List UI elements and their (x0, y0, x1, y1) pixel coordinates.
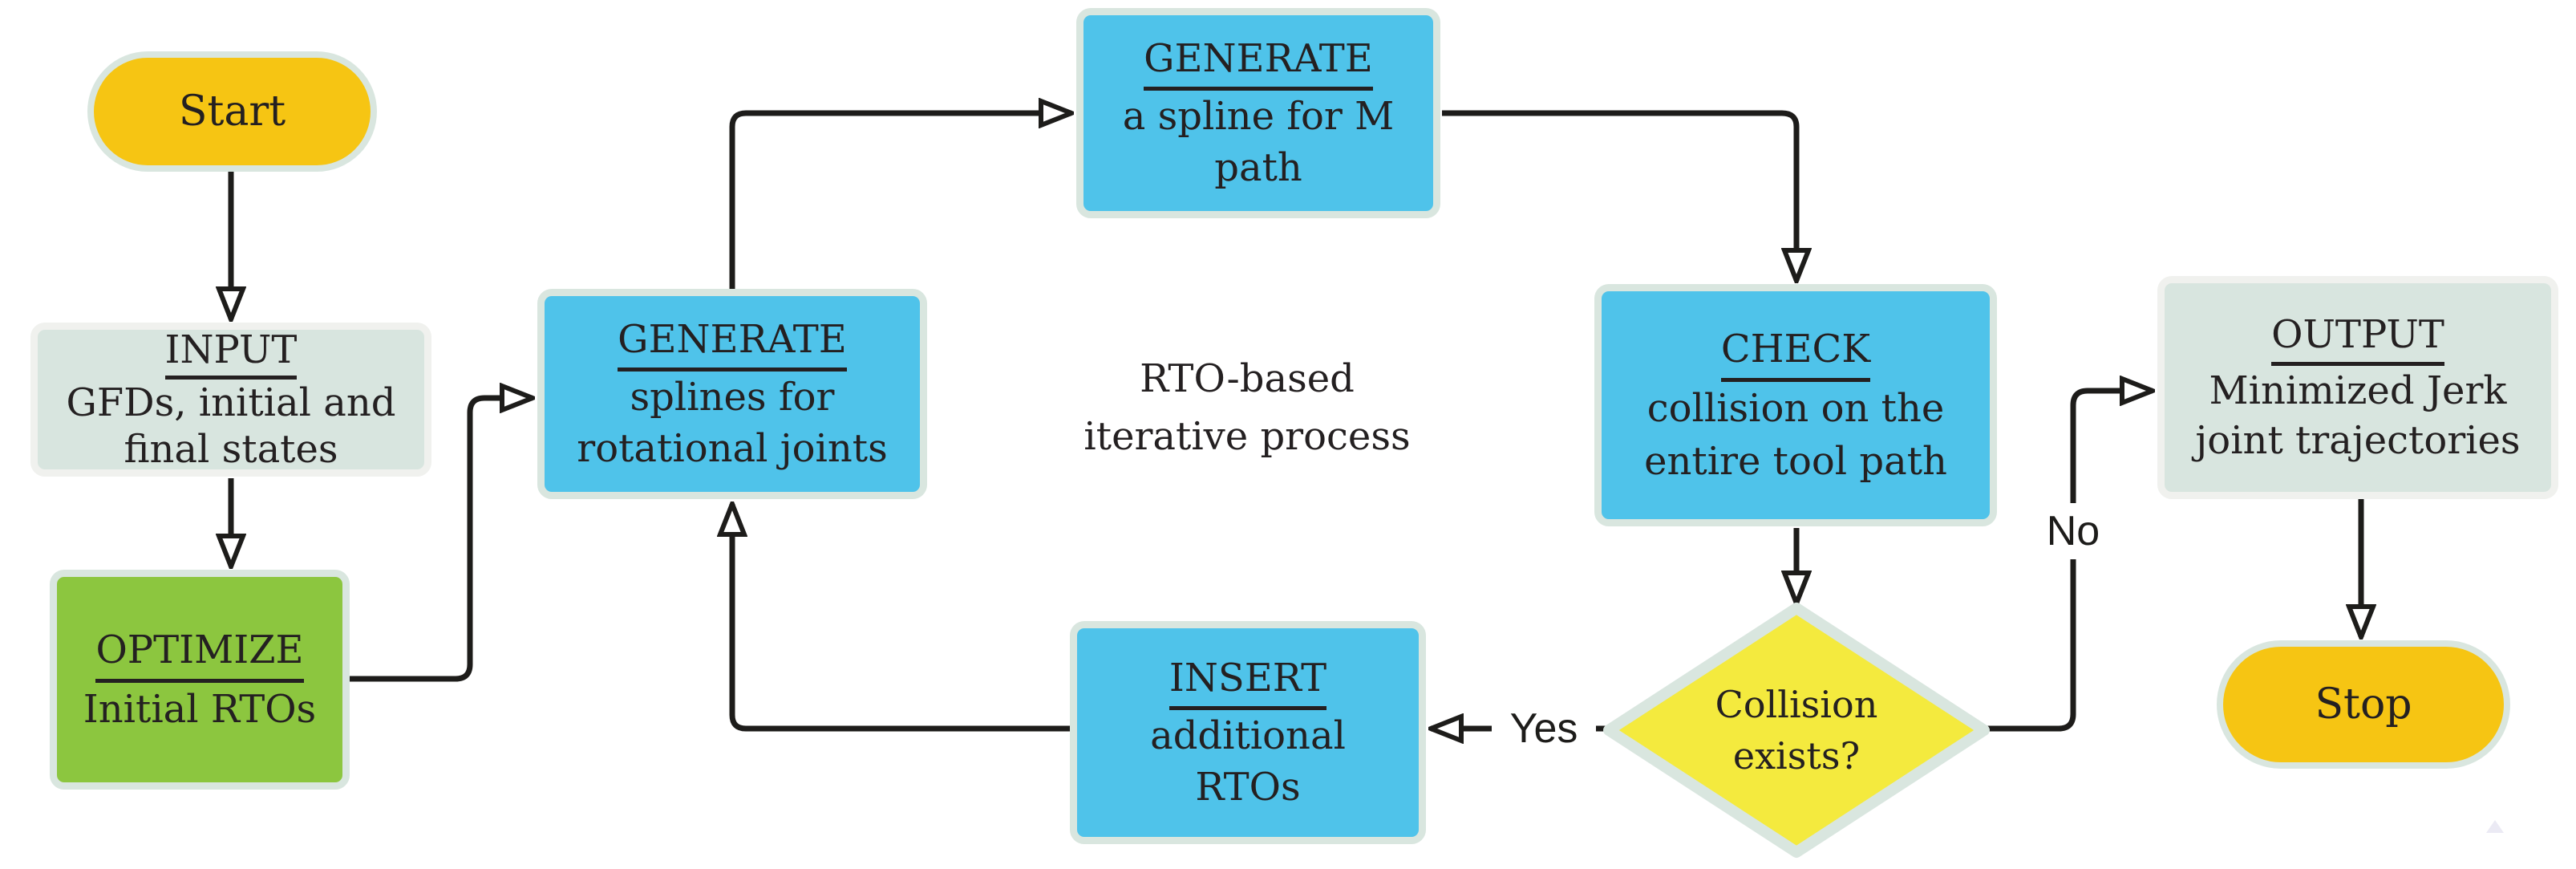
iterative-process-note: RTO-based iterative process (1035, 350, 1460, 465)
decision-node: Collision exists? (1668, 666, 1925, 794)
check-line-1: collision on the (1646, 386, 1945, 431)
output-heading: OUTPUT (2271, 310, 2444, 366)
stop-node: Stop (2217, 640, 2510, 769)
generate-splines-heading: GENERATE (618, 314, 847, 372)
insert-node: INSERT additional RTOs (1070, 621, 1426, 844)
edge-generate-splines-to-generate-m (729, 113, 1071, 289)
decision-line-2: exists? (1732, 734, 1861, 778)
generate-m-path-heading: GENERATE (1144, 33, 1373, 91)
generate-m-path-node: GENERATE a spline for M path (1076, 8, 1440, 218)
edge-optimize-to-generate-splines (350, 398, 533, 682)
generate-m-path-line-1: a spline for M (1122, 94, 1395, 139)
output-line-2: joint trajectories (2195, 418, 2521, 463)
input-heading: INPUT (164, 327, 298, 380)
edge-decision-no-to-output (1984, 391, 2153, 732)
check-heading: CHECK (1720, 323, 1871, 382)
generate-splines-line-2: rotational joints (577, 426, 888, 471)
insert-line-1: additional (1150, 713, 1346, 758)
decision-line-1: Collision (1715, 683, 1878, 726)
decision-diamond-shape (1603, 603, 1990, 858)
insert-heading: INSERT (1169, 652, 1327, 710)
yes-label: Yes (1492, 700, 1596, 757)
optimize-heading: OPTIMIZE (95, 623, 304, 683)
optimize-line-1: Initial RTOs (83, 687, 317, 732)
output-node: OUTPUT Minimized Jerk joint trajectories (2157, 276, 2558, 499)
generate-splines-line-1: splines for (630, 375, 835, 420)
input-line-2: final states (124, 427, 338, 472)
output-line-1: Minimized Jerk (2209, 368, 2507, 413)
optimize-node: OPTIMIZE Initial RTOs (50, 570, 350, 790)
edge-generate-m-to-check (1442, 110, 1796, 281)
check-node: CHECK collision on the entire tool path (1594, 284, 1997, 526)
generate-splines-node: GENERATE splines for rotational joints (537, 289, 927, 499)
generate-m-path-line-2: path (1214, 145, 1302, 190)
start-label: Start (178, 87, 286, 136)
stop-label: Stop (2315, 680, 2412, 729)
input-node: INPUT GFDs, initial and final states (30, 323, 431, 477)
note-line-2: iterative process (1083, 414, 1411, 459)
insert-line-2: RTOs (1195, 765, 1301, 810)
edge-insert-to-generate-splines (732, 504, 1070, 732)
note-line-1: RTO-based (1140, 356, 1355, 401)
start-node: Start (87, 51, 377, 172)
input-line-1: GFDs, initial and (66, 380, 396, 425)
no-label: No (2032, 503, 2114, 559)
check-line-2: entire tool path (1644, 439, 1947, 484)
